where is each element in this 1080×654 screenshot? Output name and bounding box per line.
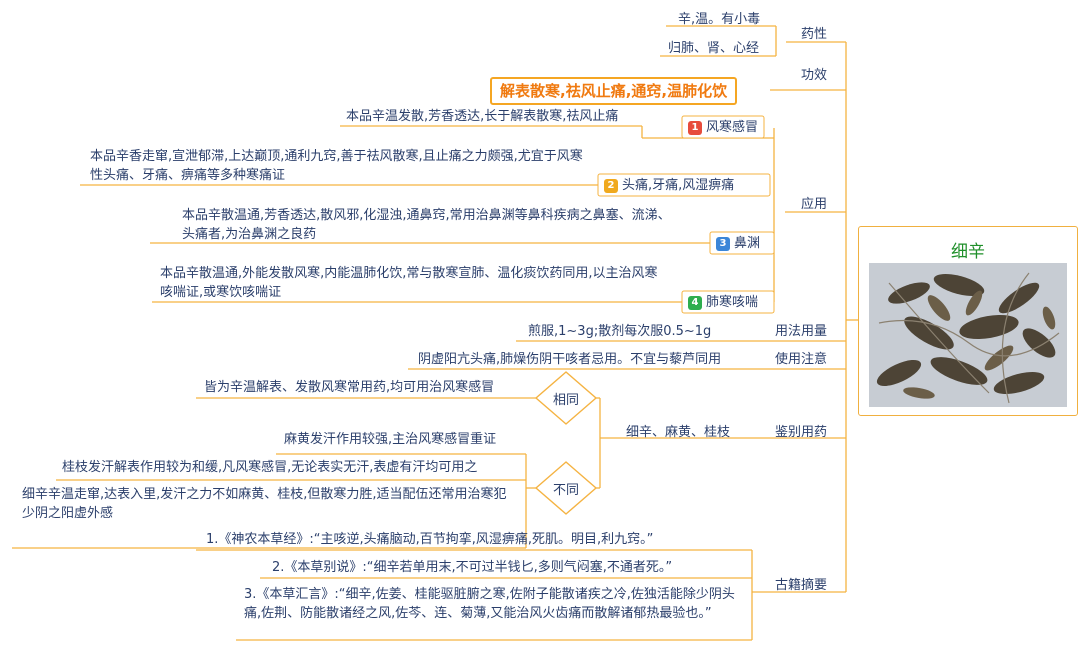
differentiation-label[interactable]: 鉴别用药 — [775, 425, 828, 440]
application-1-desc: 本品辛温发散,芳香透达,长于解表散寒,祛风止痛 — [346, 109, 619, 124]
different-item-1: 麻黄发汗作用较强,主治风寒感冒重证 — [284, 432, 497, 447]
different-label[interactable]: 不同 — [553, 483, 580, 498]
application-2-title-text: 头痛,牙痛,风湿痹痛 — [622, 178, 735, 193]
application-1-title-text: 风寒感冒 — [706, 120, 759, 135]
herb-photo-icon — [869, 263, 1067, 407]
same-diamond — [534, 371, 598, 425]
efficacy-label[interactable]: 功效 — [801, 68, 828, 83]
different-item-2: 桂枝发汗解表作用较为和缓,凡风寒感冒,无论表实无汗,表虚有汗均可用之 — [62, 460, 478, 475]
properties-label[interactable]: 药性 — [801, 27, 828, 42]
application-4-desc: 本品辛散温通,外能发散风寒,内能温肺化饮,常与散寒宣肺、温化痰饮药同用,以主治风… — [160, 266, 658, 300]
differentiation-subject: 细辛、麻黄、桂枝 — [626, 425, 731, 440]
same-text: 皆为辛温解表、发散风寒常用药,均可用治风寒感冒 — [204, 380, 495, 395]
root-title: 细辛 — [951, 242, 985, 262]
number-badge-4: 4 — [688, 296, 702, 310]
number-badge-1: 1 — [688, 121, 702, 135]
usage-text: 煎服,1~3g;散剂每次服0.5~1g — [528, 324, 712, 339]
classic-item-3: 3.《本草汇言》:“细辛,佐姜、桂能驱脏腑之寒,佐附子能散诸疾之冷,佐独活能除少… — [244, 587, 735, 621]
applications-label[interactable]: 应用 — [801, 197, 828, 212]
root-card[interactable]: 细辛 — [858, 226, 1078, 416]
same-label[interactable]: 相同 — [553, 393, 580, 408]
application-3-desc: 本品辛散温通,芳香透达,散风邪,化湿浊,通鼻窍,常用治鼻渊等鼻科疾病之鼻塞、流涕… — [182, 208, 671, 242]
application-1-title[interactable]: 1 风寒感冒 — [688, 118, 758, 137]
property-item-2: 归肺、肾、心经 — [668, 41, 760, 56]
usage-label[interactable]: 用法用量 — [775, 324, 828, 339]
classic-item-1: 1.《神农本草经》:“主咳逆,头痛脑动,百节拘挛,风湿痹痛,死肌。明目,利九窍。… — [206, 532, 654, 547]
property-item-1: 辛,温。有小毒 — [678, 12, 761, 27]
number-badge-2: 2 — [604, 179, 618, 193]
classics-label[interactable]: 古籍摘要 — [775, 578, 828, 593]
different-diamond — [534, 461, 598, 515]
caution-text: 阴虚阳亢头痛,肺燥伤阴干咳者忌用。不宜与藜芦同用 — [418, 352, 722, 367]
application-4-title-text: 肺寒咳喘 — [706, 295, 759, 310]
application-2-title[interactable]: 2 头痛,牙痛,风湿痹痛 — [604, 176, 734, 195]
different-item-3: 细辛辛温走窜,达表入里,发汗之力不如麻黄、桂枝,但散寒力胜,适当配伍还常用治寒犯… — [22, 487, 507, 521]
number-badge-3: 3 — [716, 237, 730, 251]
application-3-title[interactable]: 3 鼻渊 — [716, 234, 760, 253]
classic-item-2: 2.《本草别说》:“细辛若单用末,不可过半钱匕,多则气闷塞,不通者死。” — [272, 560, 673, 575]
application-4-title[interactable]: 4 肺寒咳喘 — [688, 293, 758, 312]
efficacy-text: 解表散寒,祛风止痛,通窍,温肺化饮 — [490, 77, 738, 105]
application-2-desc: 本品辛香走窜,宣泄郁滞,上达巅顶,通利九窍,善于祛风散寒,且止痛之力颇强,尤宜于… — [90, 149, 583, 183]
caution-label[interactable]: 使用注意 — [775, 352, 828, 367]
application-3-title-text: 鼻渊 — [734, 236, 761, 251]
